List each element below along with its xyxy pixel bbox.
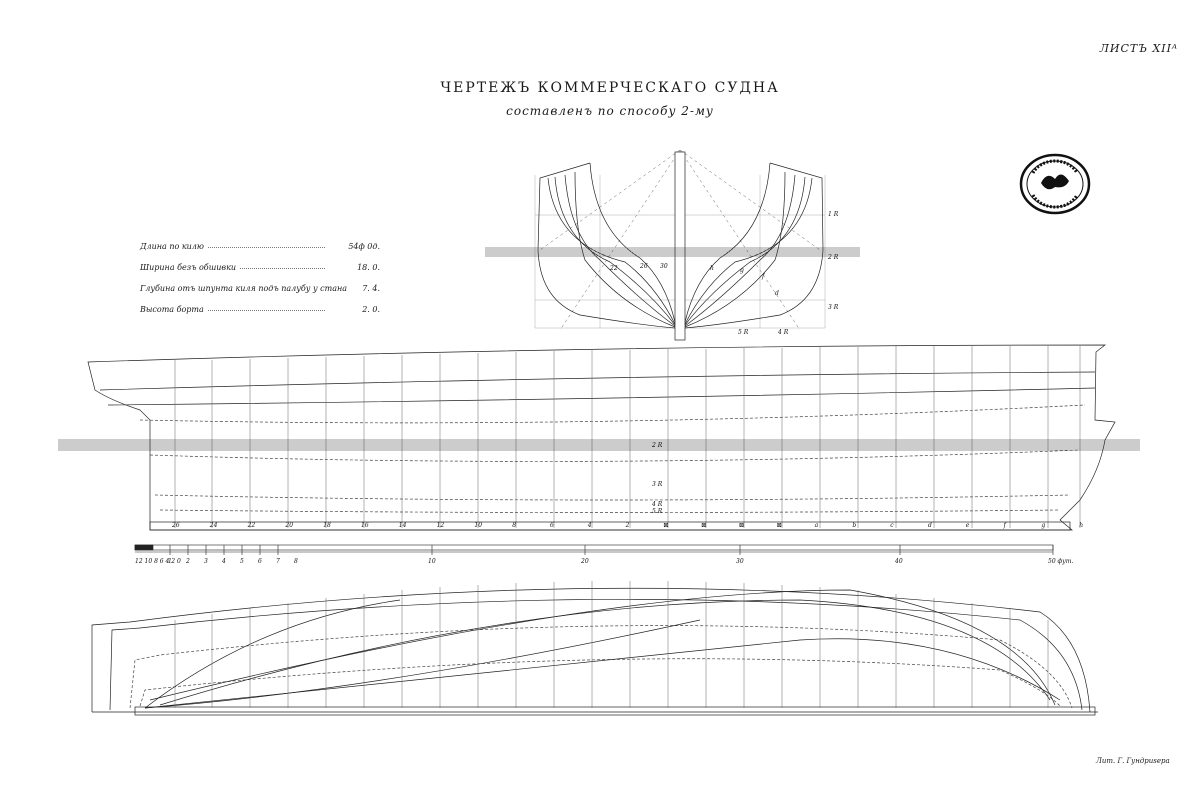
waterline-label: 2 R — [651, 442, 663, 449]
body-plan-drawing: 1 R 2 R 3 R 5 R 4 R 22 26 30 h g f d — [485, 150, 860, 341]
spec-row: Ширина безъ обшивки 18. 0. — [140, 263, 380, 284]
spec-label: Ширина безъ обшивки — [140, 263, 240, 272]
scale-label: 8 — [294, 558, 298, 565]
station-label: 10 — [474, 522, 482, 529]
section-label: d — [775, 290, 779, 297]
section-label: 26 — [639, 263, 648, 270]
section-label: g — [740, 267, 744, 274]
station-label: ⊠ — [663, 522, 668, 529]
station-label: 14 — [399, 522, 407, 529]
station-label: h — [1079, 522, 1083, 529]
station-label: f — [1003, 522, 1008, 529]
spec-label: Длина по килю — [140, 242, 207, 251]
scale-label: 6 — [258, 558, 262, 565]
spec-row: Высота борта 2. 0. — [140, 305, 380, 326]
station-label: 20 — [284, 522, 293, 529]
spec-row: Длина по килю 54ф 0д. — [140, 242, 380, 263]
waterline-label: 4 R — [777, 329, 789, 336]
station-label: e — [966, 522, 970, 529]
station-label: g — [1041, 522, 1045, 529]
station-label: c — [890, 522, 894, 529]
station-label: 22 — [247, 522, 256, 529]
sheet-number: ЛИСТЪ XIIᴬ — [1099, 42, 1178, 55]
station-label: 24 — [209, 522, 218, 529]
section-label: f — [761, 273, 766, 280]
spec-label: Высота борта — [140, 305, 207, 314]
station-label: ⊠ — [701, 522, 706, 529]
scale-bar: 12 10 8 6 4 2 0 1 2 3 4 5 6 7 8 10 20 30… — [134, 544, 1073, 565]
drawing-subtitle: составленъ по способу 2-му — [506, 104, 714, 118]
station-label: ⊠ — [777, 522, 782, 529]
scale-label: 3 — [204, 558, 208, 565]
scale-label: 12 10 8 6 4 2 0 — [135, 558, 181, 565]
waterline-label: 3 R — [828, 304, 839, 311]
station-label: 6 — [550, 522, 554, 529]
scale-label: 40 — [894, 558, 903, 565]
lithographer-credit: Лит. Г. Гундриsера — [1096, 757, 1170, 765]
scale-label: 4 — [221, 558, 226, 565]
waterline-label: 2 R — [827, 254, 839, 261]
half-breadth-plan-drawing — [91, 581, 1098, 716]
waterline-label: 3 R — [652, 481, 663, 488]
waterline-label: 4 R — [651, 501, 663, 508]
waterline-label: 5 R — [652, 508, 663, 515]
scale-label: 20 — [580, 558, 589, 565]
section-label: 22 — [609, 265, 618, 272]
sheer-plan-drawing: 2 R 3 R 4 R 5 R 26 24 22 20 18 16 14 12 10 8 6 4 2 ⊠ ⊠… — [58, 344, 1140, 531]
station-label: 4 — [587, 522, 592, 529]
spec-value: 18. 0. — [357, 263, 380, 272]
waterline-label: 5 R — [738, 329, 749, 336]
drawing-title: ЧЕРТЕЖЪ КОММЕРЧЕСКАГО СУДНА — [440, 80, 780, 96]
scale-label: 2 — [185, 558, 190, 565]
waterline-label: 1 R — [828, 211, 839, 218]
scale-label: 30 — [736, 558, 744, 565]
station-label: 16 — [361, 522, 369, 529]
station-label: b — [852, 522, 856, 529]
station-label: 8 — [512, 522, 516, 529]
scale-label: 5 — [240, 558, 244, 565]
scale-label: 1 — [168, 558, 172, 565]
scale-label: 50 фут. — [1048, 558, 1073, 565]
scale-label: 10 — [428, 558, 436, 565]
section-label: 30 — [660, 263, 668, 270]
library-stamp — [1019, 153, 1091, 215]
spec-row: Глубина отъ шпунта киля подъ палубу у ст… — [140, 284, 380, 305]
scale-label: 7 — [276, 558, 280, 565]
station-label: 18 — [323, 522, 331, 529]
station-label: d — [928, 522, 932, 529]
station-label: 12 — [437, 522, 445, 529]
station-label: a — [815, 522, 819, 529]
spec-value: 7. 4. — [362, 284, 380, 293]
station-label: 2 — [625, 522, 630, 529]
section-label: h — [710, 265, 714, 272]
spec-label: Глубина отъ шпунта киля подъ палубу у ст… — [140, 284, 351, 293]
spec-value: 54ф 0д. — [348, 242, 380, 251]
specifications-table: Длина по килю 54ф 0д. Ширина безъ обшивк… — [140, 242, 380, 326]
spec-value: 2. 0. — [362, 305, 380, 314]
station-label: ⊠ — [739, 522, 744, 529]
station-label: 26 — [171, 522, 180, 529]
